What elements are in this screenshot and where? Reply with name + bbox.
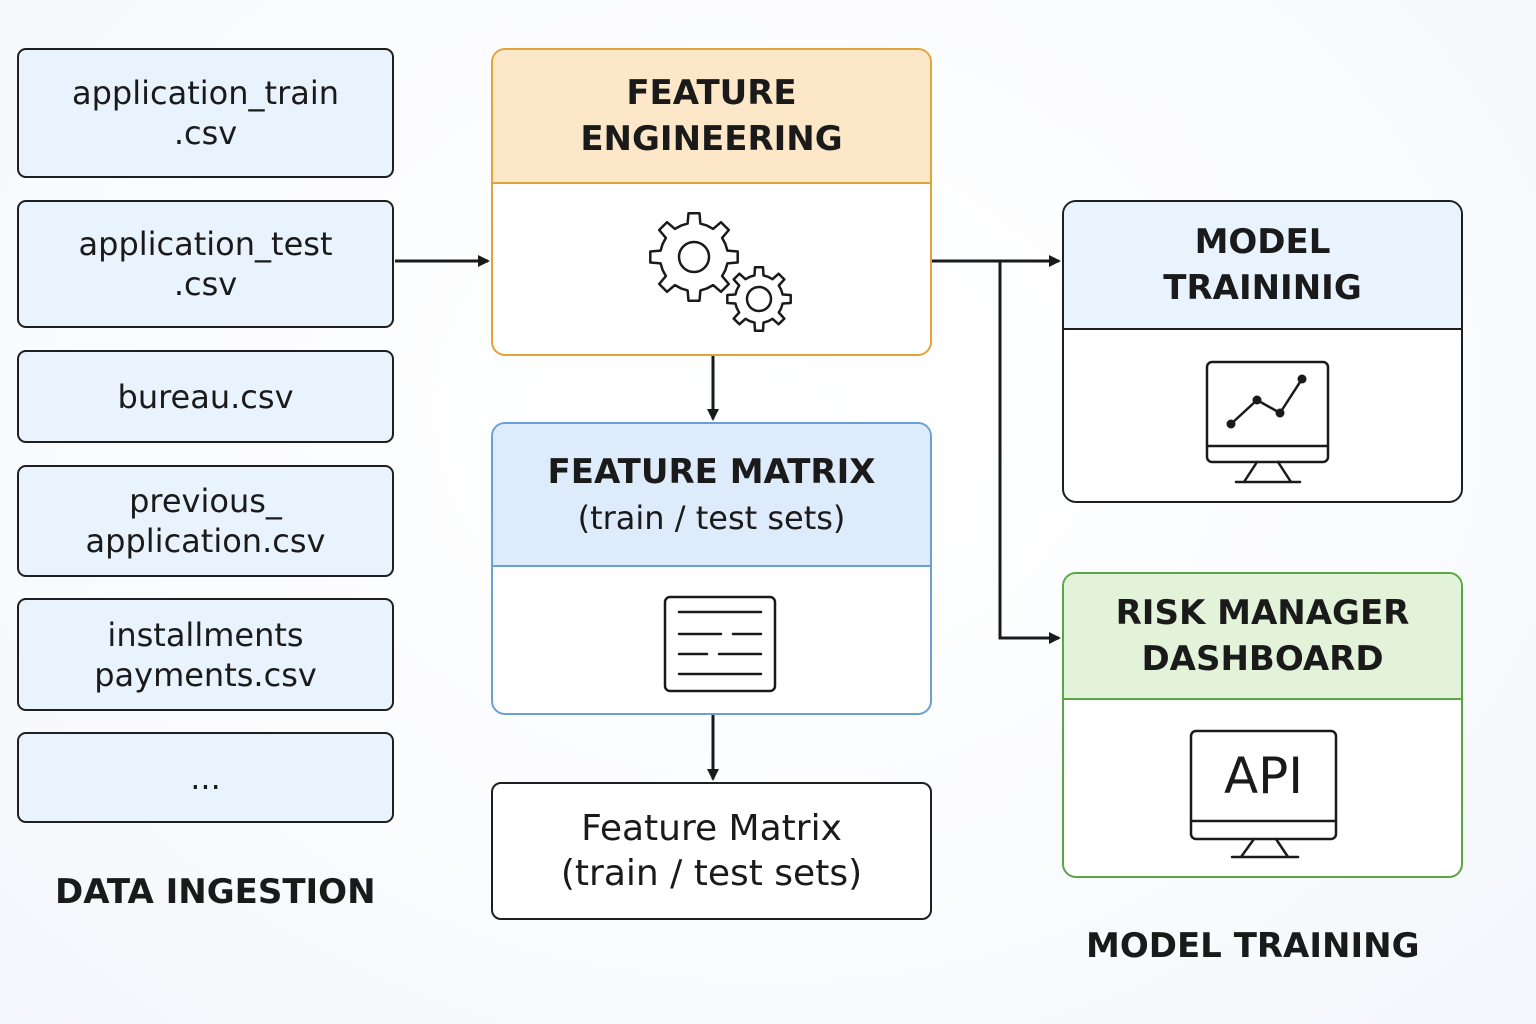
document-icon	[663, 595, 777, 693]
feature-matrix-output-text: Feature Matrix (train / test sets)	[560, 808, 863, 894]
risk-dashboard-title: RISK MANAGER DASHBOARD	[1115, 593, 1410, 679]
file-label: ...	[190, 758, 221, 797]
risk-dashboard-header: RISK MANAGER DASHBOARD	[1064, 574, 1461, 700]
file-installments-payments: installments payments.csv	[17, 598, 394, 711]
api-label: API	[1223, 747, 1304, 805]
risk-dashboard-card: RISK MANAGER DASHBOARD API	[1062, 572, 1463, 878]
file-label: bureau.csv	[117, 377, 294, 416]
feature-matrix-output-box: Feature Matrix (train / test sets)	[491, 782, 932, 920]
feature-engineering-card: FEATURE ENGINEERING	[491, 48, 932, 356]
file-application-train: application_train .csv	[17, 48, 394, 178]
model-training-title: MODEL TRAININIG	[1163, 222, 1362, 308]
arrow-to-risk-dashboard	[998, 261, 1061, 644]
file-label: application_test .csv	[78, 225, 333, 303]
file-previous-application: previous_ application.csv	[17, 465, 394, 577]
feature-matrix-subtitle: (train / test sets)	[577, 498, 846, 537]
feature-matrix-title: FEATURE MATRIX	[547, 451, 876, 492]
chart-monitor-icon	[1205, 360, 1330, 484]
file-label: installments payments.csv	[94, 615, 317, 694]
gears-icon	[649, 212, 792, 332]
file-more: ...	[17, 732, 394, 823]
file-bureau: bureau.csv	[17, 350, 394, 443]
file-label: previous_ application.csv	[85, 482, 326, 560]
file-application-test: application_test .csv	[17, 200, 394, 328]
api-monitor-icon	[1189, 729, 1338, 859]
model-training-header: MODEL TRAININIG	[1064, 202, 1461, 330]
feature-matrix-card: FEATURE MATRIX (train / test sets)	[491, 422, 932, 715]
feature-engineering-header: FEATURE ENGINEERING	[493, 50, 930, 184]
file-label: application_train .csv	[72, 74, 339, 152]
model-training-card: MODEL TRAININIG	[1062, 200, 1463, 503]
feature-matrix-header: FEATURE MATRIX (train / test sets)	[493, 424, 930, 567]
model-training-label: MODEL TRAINING	[1086, 926, 1420, 966]
feature-engineering-title: FEATURE ENGINEERING	[580, 73, 843, 159]
data-ingestion-label: DATA INGESTION	[55, 872, 376, 912]
